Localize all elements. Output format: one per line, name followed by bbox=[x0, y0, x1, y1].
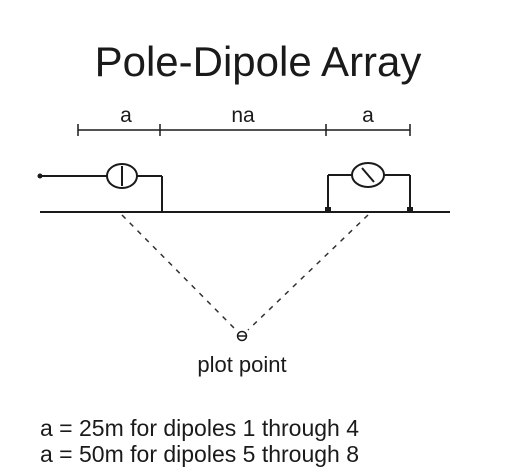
spacing-label-na: na bbox=[231, 104, 255, 127]
spacing-dimension-line bbox=[77, 124, 411, 136]
electrode-n-marker bbox=[407, 207, 413, 213]
electrode-m-marker bbox=[325, 207, 331, 213]
remote-pole-marker bbox=[37, 173, 43, 179]
plot-point-marker bbox=[236, 330, 248, 342]
plot-point-label: plot point bbox=[197, 352, 286, 377]
spacing-label-left-a: a bbox=[120, 104, 132, 127]
voltmeter-icon bbox=[351, 162, 385, 188]
plot-point-projection-lines bbox=[121, 214, 369, 331]
current-circuit bbox=[37, 173, 163, 212]
spacing-label-right-a: a bbox=[362, 104, 374, 127]
note-line-2: a = 50m for dipoles 5 through 8 bbox=[40, 441, 359, 467]
note-line-1: a = 25m for dipoles 1 through 4 bbox=[40, 415, 359, 441]
potential-circuit bbox=[325, 174, 413, 213]
ammeter-icon bbox=[106, 163, 138, 189]
diagram-title: Pole-Dipole Array bbox=[95, 38, 422, 85]
